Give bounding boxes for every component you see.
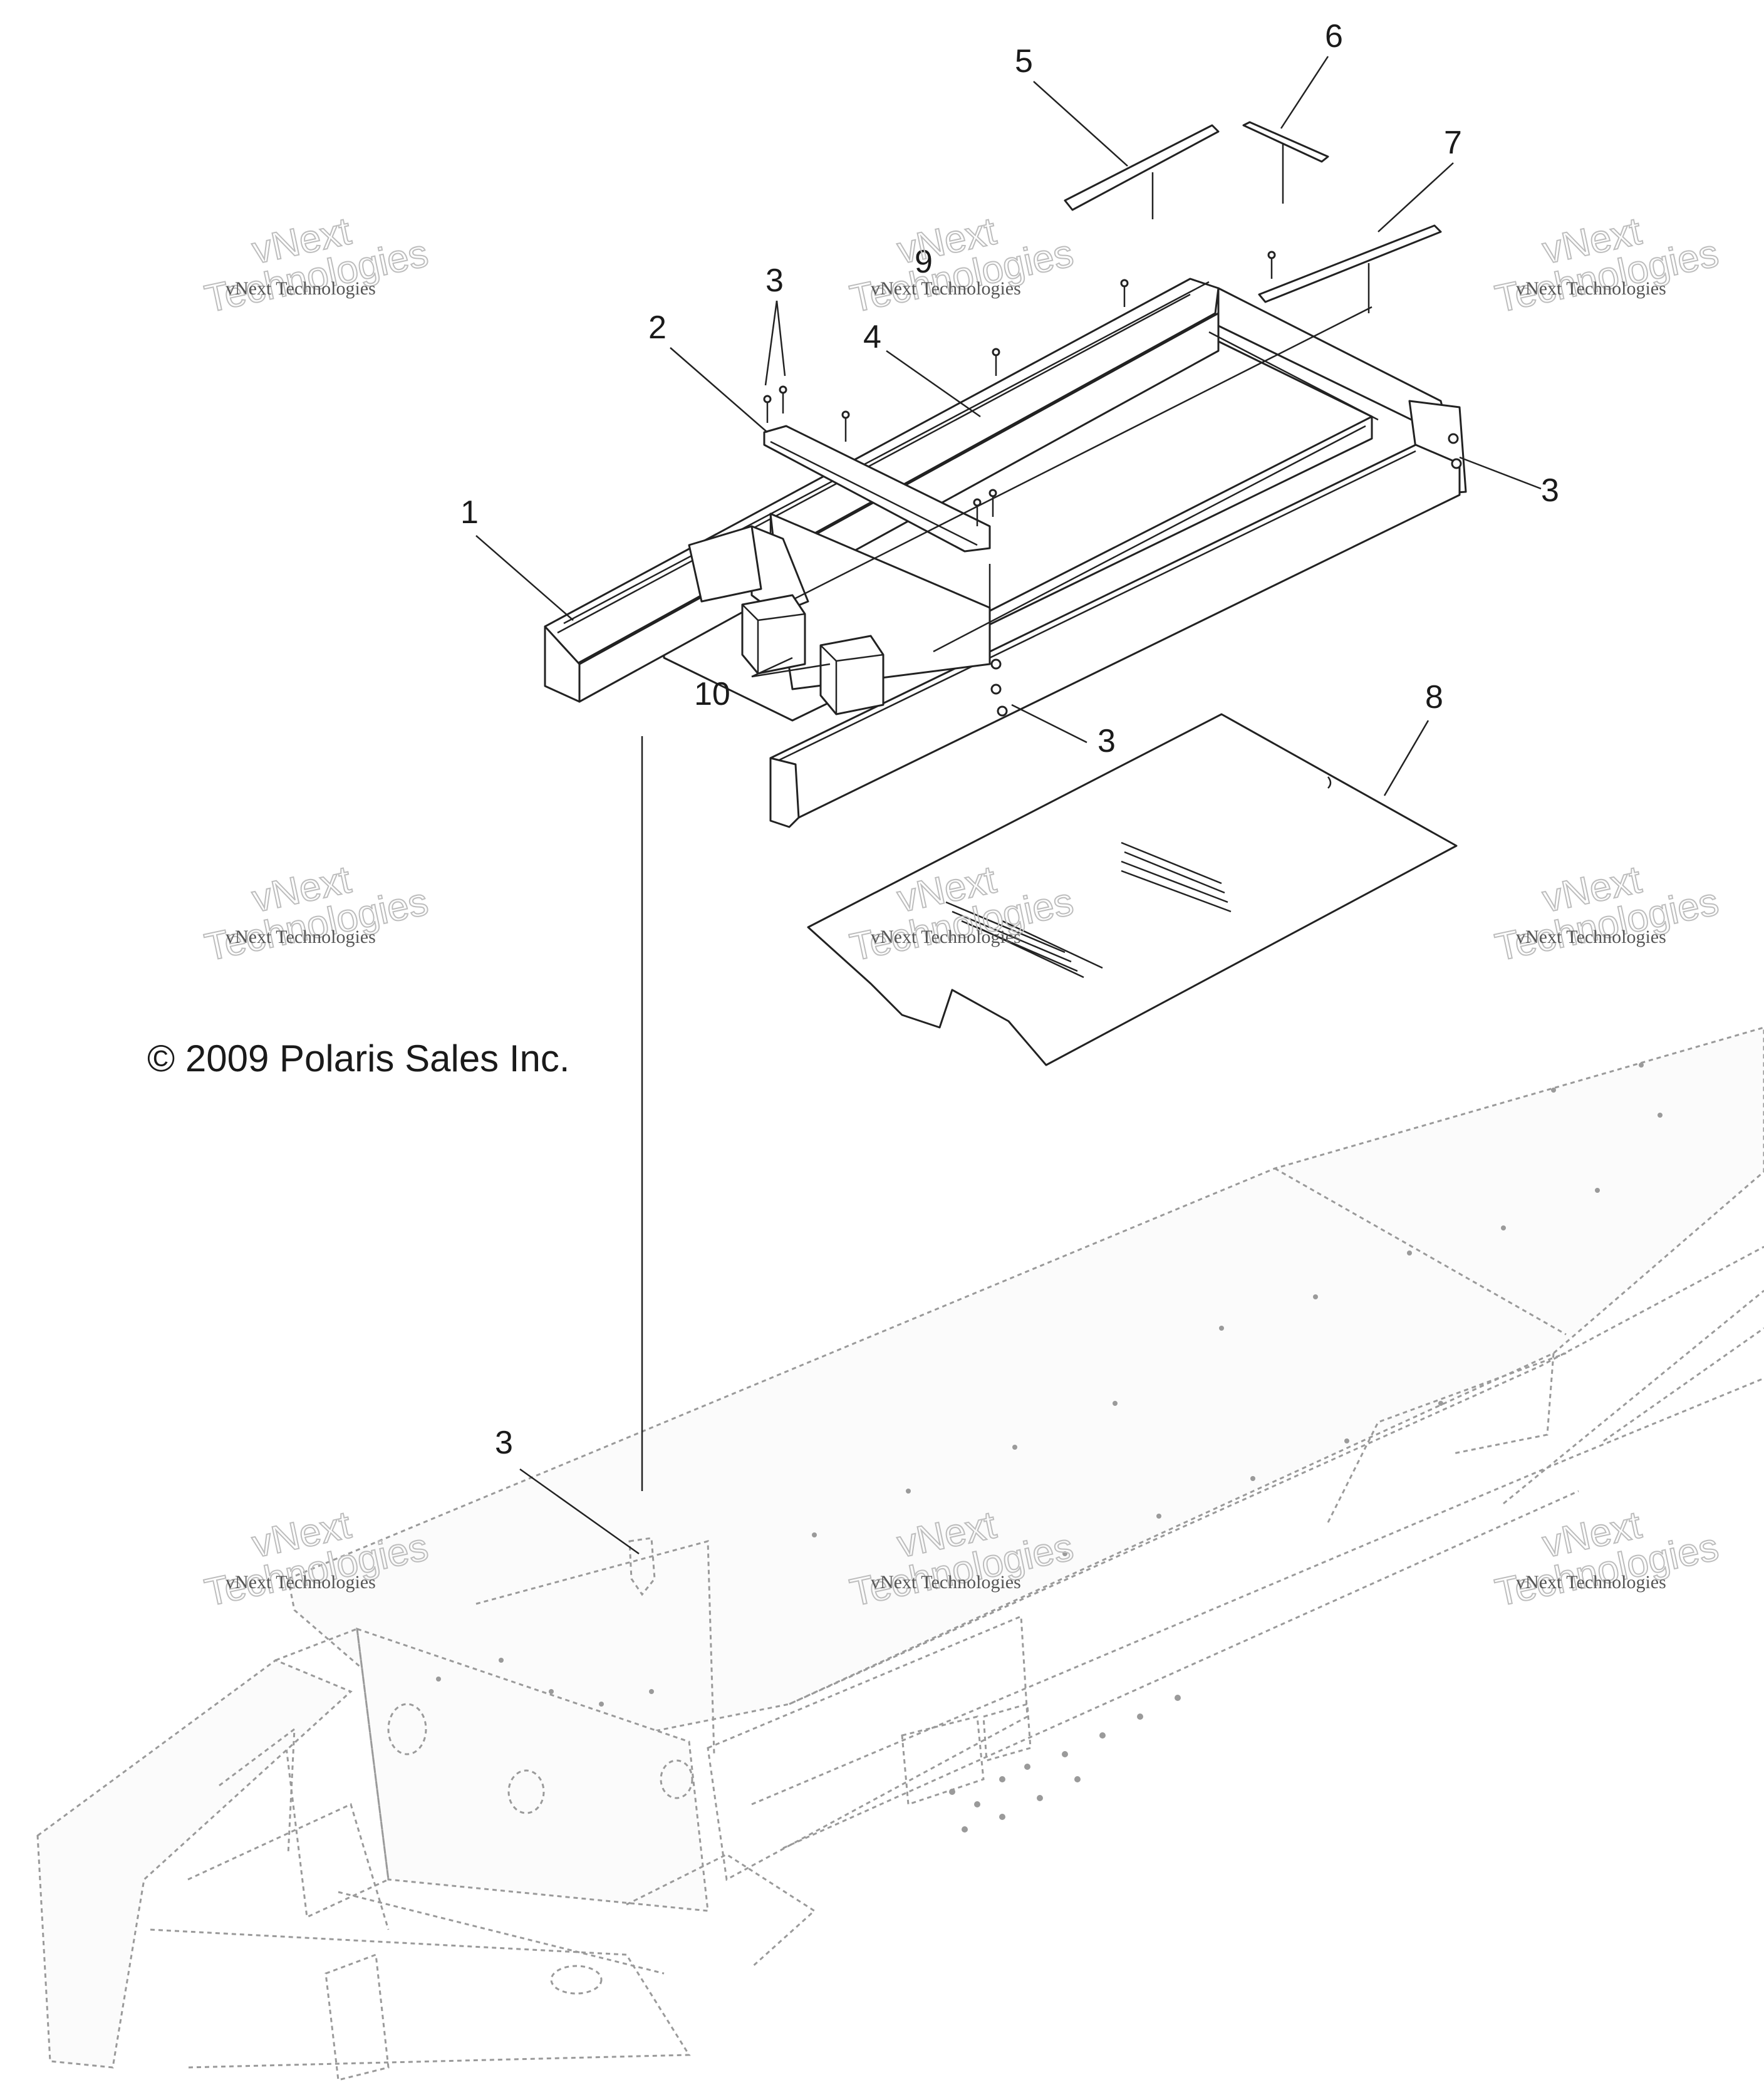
- watermark: vNext Technologies vNext Technologies: [200, 209, 432, 322]
- watermark-label: vNext Technologies: [226, 927, 376, 947]
- callouts: 1 2 3 3 3 3 4 5 6 7 8 9 10: [460, 18, 1559, 1461]
- watermark-label: vNext Technologies: [871, 278, 1021, 299]
- watermark: vNext Technologies vNext Technologies: [1491, 858, 1723, 970]
- insert-shape: [628, 1537, 656, 1596]
- rivet-dots: [436, 1063, 1663, 1833]
- copyright-text: © 2009 Polaris Sales Inc.: [147, 1037, 570, 1079]
- strip-6: [1242, 121, 1329, 163]
- callout-4: 4: [863, 319, 881, 355]
- callout-9: 9: [915, 244, 933, 280]
- strip-5: [1064, 124, 1220, 211]
- callout-1: 1: [460, 494, 479, 531]
- leader-lines: [475, 56, 1542, 1555]
- strip-7: [1258, 224, 1442, 303]
- callout-5: 5: [1015, 43, 1033, 80]
- callout-3c: 3: [1097, 723, 1116, 759]
- watermark: vNext Technologies vNext Technologies: [846, 209, 1077, 322]
- callout-7: 7: [1444, 125, 1462, 161]
- watermark: vNext Technologies vNext Technologies: [1491, 209, 1723, 322]
- floor-mat: [807, 713, 1458, 1066]
- strips: [1064, 121, 1442, 313]
- watermark-label: vNext Technologies: [1516, 1572, 1666, 1593]
- callout-3b: 3: [1541, 472, 1559, 509]
- callout-3a: 3: [765, 263, 784, 299]
- watermark-label: vNext Technologies: [871, 1572, 1021, 1593]
- callout-3d: 3: [495, 1425, 513, 1461]
- watermark-label: vNext Technologies: [226, 1572, 376, 1593]
- watermark-label: vNext Technologies: [1516, 278, 1666, 299]
- storage-blocks: [741, 594, 885, 715]
- hardware-bolts: [763, 251, 1462, 717]
- callout-2: 2: [648, 309, 667, 346]
- mat-texture: [945, 841, 1232, 979]
- crossbar: [763, 425, 991, 553]
- callout-10: 10: [694, 676, 730, 712]
- rack-assembly: [544, 251, 1467, 828]
- callout-8: 8: [1425, 679, 1443, 715]
- callout-6: 6: [1325, 18, 1343, 55]
- watermark: vNext Technologies vNext Technologies: [1491, 1503, 1723, 1616]
- watermark: vNext Technologies vNext Technologies: [200, 858, 432, 970]
- chassis-ghost: [36, 1026, 1764, 2081]
- watermark-label: vNext Technologies: [871, 927, 1021, 947]
- watermark-label: vNext Technologies: [226, 278, 376, 299]
- watermark-label: vNext Technologies: [1516, 927, 1666, 947]
